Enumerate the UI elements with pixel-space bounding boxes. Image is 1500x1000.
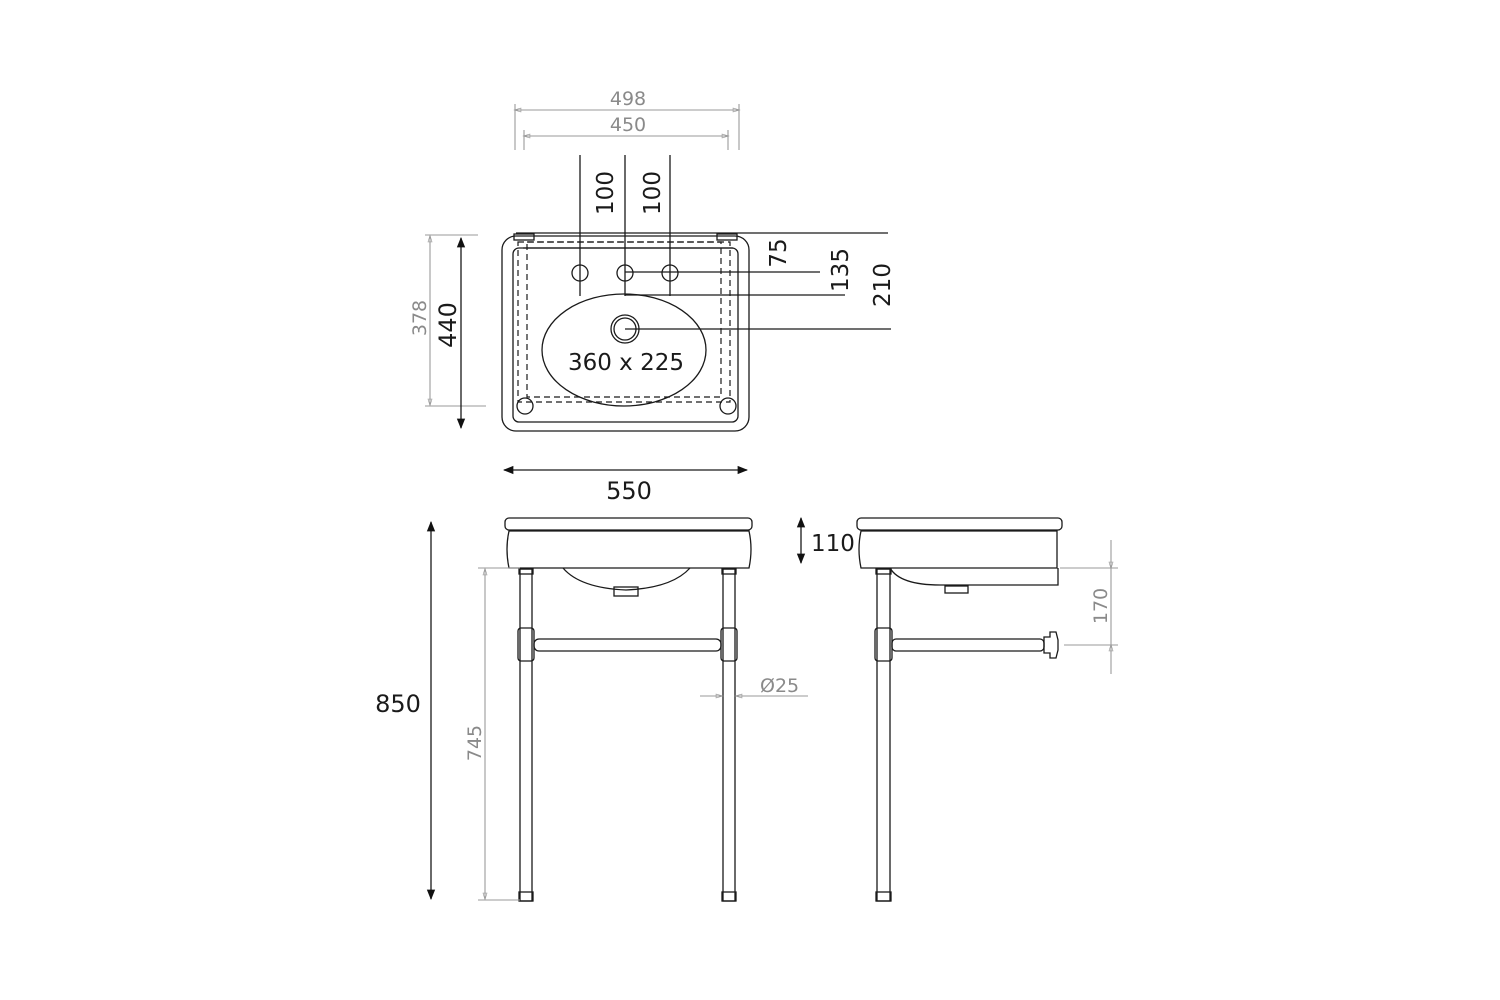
towel-rail-side [891, 638, 1045, 652]
dim-745-label: 745 [464, 725, 486, 761]
dim-440-label: 440 [434, 302, 462, 348]
dim-leg-diameter-label: Ø25 [760, 675, 799, 697]
towel-rail [533, 638, 722, 652]
top-view: 498 450 100 100 75 135 210 378 440 360 [409, 88, 896, 505]
dim-850-label: 850 [375, 690, 421, 718]
bowl-size-label: 360 x 225 [568, 350, 684, 376]
dim-550-label: 550 [606, 477, 652, 505]
dim-170-label: 170 [1090, 588, 1112, 624]
leg-left [517, 568, 535, 902]
dim-498-label: 498 [610, 88, 646, 110]
dim-drain-from-back: 210 [870, 263, 896, 307]
dim-378-label: 378 [409, 300, 431, 336]
leg-right [720, 568, 738, 902]
front-view: 850 745 Ø25 110 [375, 516, 855, 902]
dim-tap-spacing-left: 100 [593, 171, 619, 215]
bowl-outline [541, 293, 707, 407]
dim-450-label: 450 [610, 114, 646, 136]
dim-110-label: 110 [811, 531, 855, 557]
dim-tap-from-back: 75 [766, 238, 792, 267]
dim-bowl-from-back: 135 [828, 248, 854, 292]
side-view: 170 [856, 517, 1118, 902]
dim-tap-spacing-right: 100 [640, 171, 666, 215]
